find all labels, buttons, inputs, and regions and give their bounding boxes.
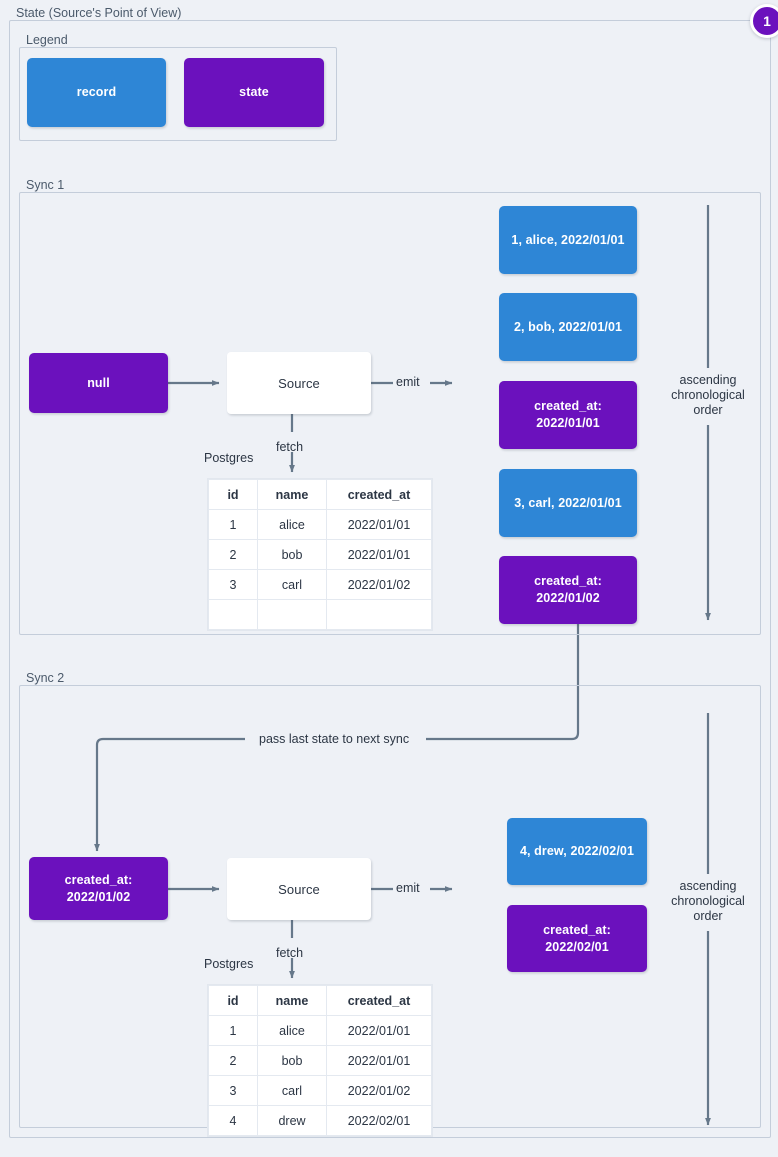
- table-row: 4 drew 2022/02/01: [208, 1105, 432, 1136]
- sync1-order-note: ascending chronological order: [671, 373, 745, 417]
- cell-created-at: [326, 599, 432, 630]
- cell-id: [208, 599, 258, 630]
- cell-created-at: 2022/01/01: [326, 509, 432, 540]
- cell-id: 4: [208, 1105, 258, 1136]
- sync1-source-node: Source: [227, 352, 371, 414]
- diagram-title: State (Source's Point of View): [12, 6, 186, 20]
- sync2-pass-state-label: pass last state to next sync: [259, 732, 410, 746]
- step-badge-label: 1: [763, 13, 771, 29]
- sync2-title: Sync 2: [22, 671, 69, 685]
- sync1-db-label: Postgres: [204, 451, 254, 465]
- sync1-emitted-state-1: created_at: 2022/01/01: [499, 381, 637, 449]
- sync1-col-id: id: [208, 479, 258, 510]
- sync1-input-state: null: [29, 353, 168, 413]
- sync1-emitted-record-1: 1, alice, 2022/01/01: [499, 206, 637, 274]
- diagram-outer-frame: [9, 20, 771, 1138]
- cell-created-at: 2022/01/02: [326, 1075, 432, 1106]
- sync1-table-header-row: id name created_at: [208, 479, 432, 510]
- sync1-emitted-state-1-label: created_at: 2022/01/01: [534, 399, 602, 430]
- sync1-title: Sync 1: [22, 178, 69, 192]
- cell-created-at: 2022/01/01: [326, 1015, 432, 1046]
- cell-created-at: 2022/01/01: [326, 1045, 432, 1076]
- sync2-source-node: Source: [227, 858, 371, 920]
- cell-id: 1: [208, 1015, 258, 1046]
- cell-name: [257, 599, 327, 630]
- cell-id: 2: [208, 1045, 258, 1076]
- sync2-emitted-state-1-label: created_at: 2022/02/01: [543, 922, 611, 954]
- legend-title: Legend: [22, 33, 72, 47]
- cell-id: 2: [208, 539, 258, 570]
- sync2-emitted-record-1: 4, drew, 2022/02/01: [507, 818, 647, 885]
- table-row: 1 alice 2022/01/01: [208, 1015, 432, 1046]
- sync2-source-label: Source: [278, 881, 320, 897]
- table-row: [208, 599, 432, 630]
- legend-swatch-record-label: record: [76, 85, 117, 99]
- sync2-table-header-row: id name created_at: [208, 985, 432, 1016]
- cell-id: 1: [208, 509, 258, 540]
- cell-id: 3: [208, 1075, 258, 1106]
- sync1-emitted-record-1-label: 1, alice, 2022/01/01: [511, 232, 625, 247]
- cell-name: drew: [257, 1105, 327, 1136]
- sync1-emitted-record-2-label: 2, bob, 2022/01/01: [513, 319, 623, 334]
- sync1-emitted-record-3: 3, carl, 2022/01/01: [499, 469, 637, 537]
- table-row: 2 bob 2022/01/01: [208, 539, 432, 570]
- sync2-postgres-table: id name created_at 1 alice 2022/01/01 2 …: [208, 985, 432, 1136]
- sync1-col-name: name: [257, 479, 327, 510]
- sync2-emitted-record-1-label: 4, drew, 2022/02/01: [519, 844, 634, 858]
- sync2-col-id: id: [208, 985, 258, 1016]
- sync2-input-state-label: created_at: 2022/01/02: [64, 872, 133, 904]
- cell-name: bob: [257, 1045, 327, 1076]
- cell-created-at: 2022/02/01: [326, 1105, 432, 1136]
- sync2-col-name: name: [257, 985, 327, 1016]
- table-row: 1 alice 2022/01/01: [208, 509, 432, 540]
- legend-swatch-state: state: [184, 58, 324, 127]
- cell-name: alice: [257, 509, 327, 540]
- cell-name: alice: [257, 1015, 327, 1046]
- sync2-emitted-state-1: created_at: 2022/02/01: [507, 905, 647, 972]
- legend-swatch-state-label: state: [239, 85, 269, 99]
- sync1-emit-label: emit: [396, 375, 420, 389]
- sync2-order-note: ascending chronological order: [671, 879, 745, 923]
- sync2-db-label: Postgres: [204, 957, 254, 971]
- cell-name: carl: [257, 1075, 327, 1106]
- cell-name: carl: [257, 569, 327, 600]
- cell-created-at: 2022/01/02: [326, 569, 432, 600]
- sync1-frame: [19, 192, 761, 635]
- sync1-emitted-state-2-label: created_at: 2022/01/02: [534, 574, 602, 605]
- table-row: 3 carl 2022/01/02: [208, 1075, 432, 1106]
- sync2-input-state: created_at: 2022/01/02: [29, 857, 168, 920]
- sync1-emitted-record-2: 2, bob, 2022/01/01: [499, 293, 637, 361]
- table-row: 2 bob 2022/01/01: [208, 1045, 432, 1076]
- sync1-source-label: Source: [278, 375, 320, 391]
- cell-id: 3: [208, 569, 258, 600]
- sync1-fetch-label: fetch: [276, 440, 304, 454]
- sync1-emitted-record-3-label: 3, carl, 2022/01/01: [514, 495, 622, 510]
- sync1-postgres-table: id name created_at 1 alice 2022/01/01 2 …: [208, 479, 432, 630]
- sync2-fetch-label: fetch: [276, 946, 304, 960]
- sync1-col-created-at: created_at: [326, 479, 432, 510]
- sync2-emit-label: emit: [396, 881, 420, 895]
- legend-frame: [19, 47, 337, 141]
- cell-name: bob: [257, 539, 327, 570]
- sync1-emitted-state-2: created_at: 2022/01/02: [499, 556, 637, 624]
- legend-swatch-record: record: [27, 58, 166, 127]
- table-row: 3 carl 2022/01/02: [208, 569, 432, 600]
- sync2-col-created-at: created_at: [326, 985, 432, 1016]
- step-badge[interactable]: 1: [750, 4, 778, 38]
- sync1-input-state-label: null: [87, 375, 110, 390]
- cell-created-at: 2022/01/01: [326, 539, 432, 570]
